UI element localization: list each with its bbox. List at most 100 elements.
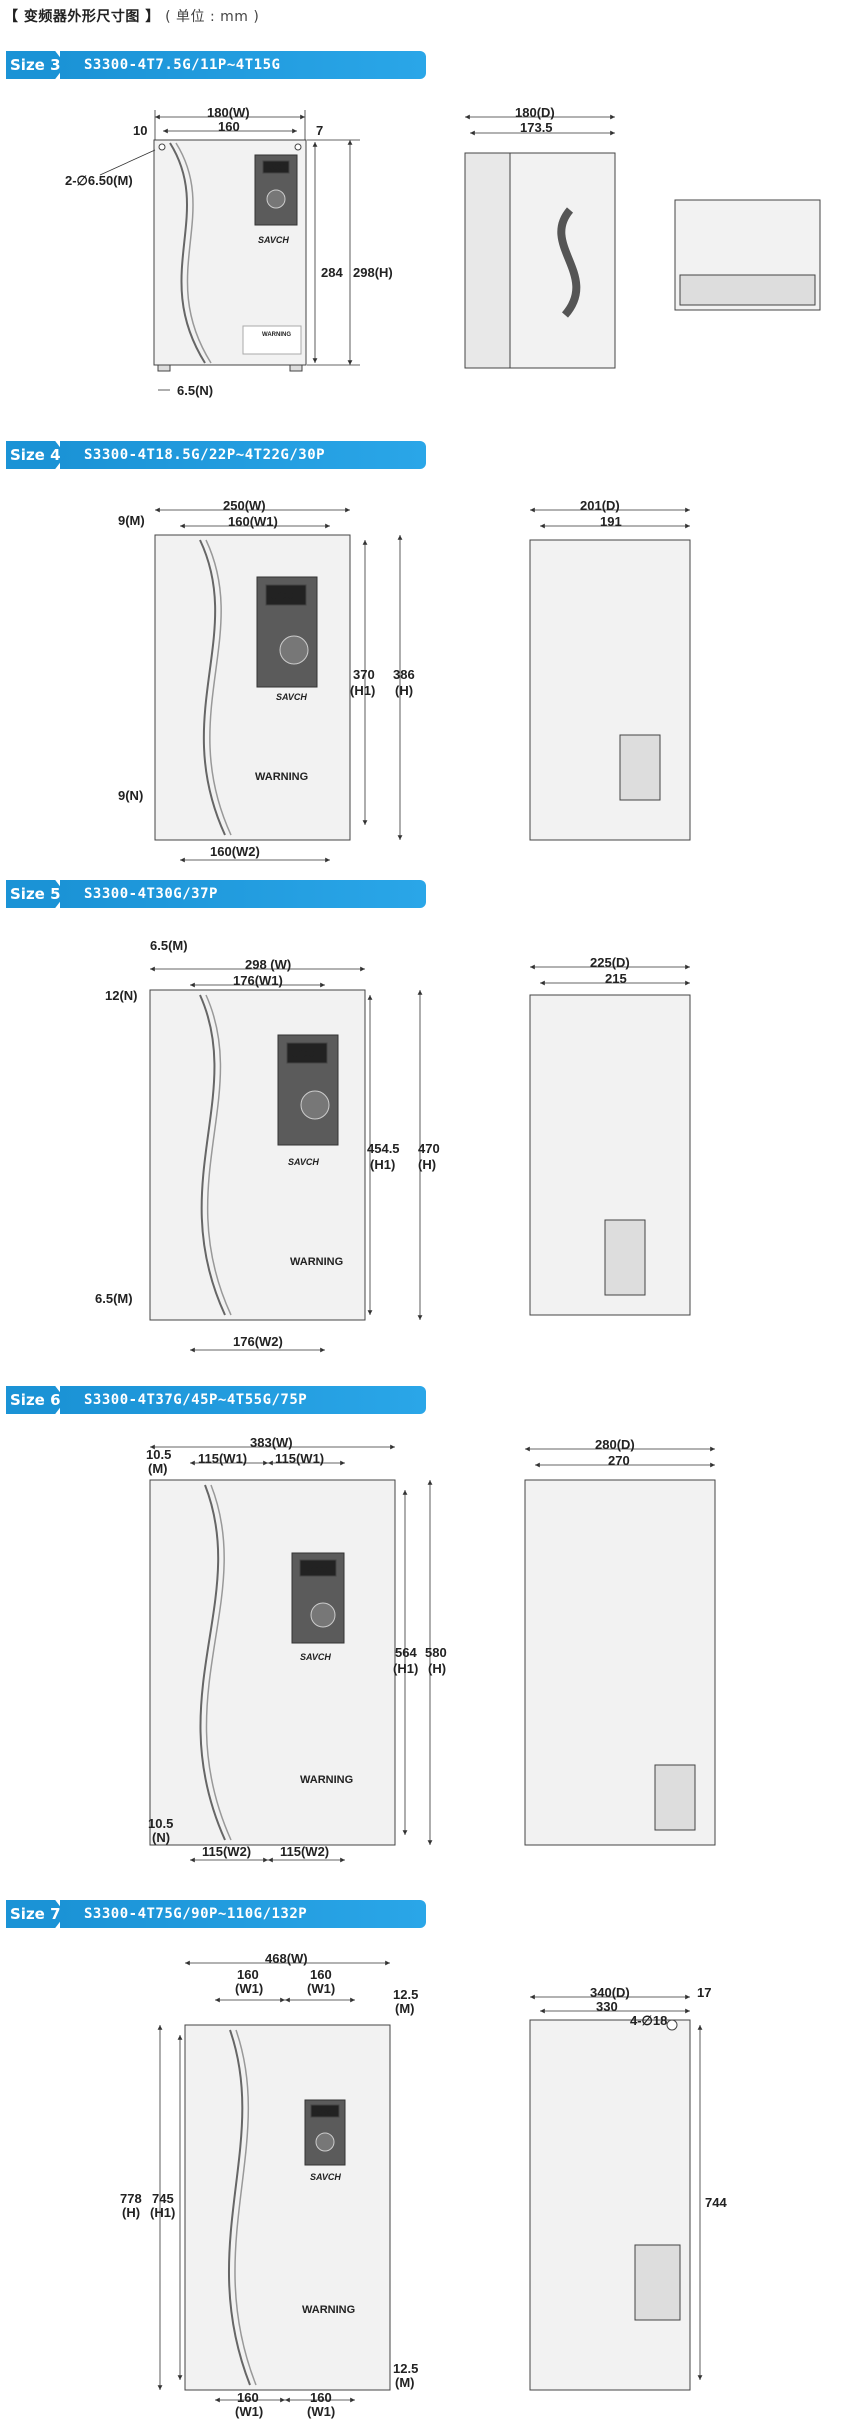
dim-bottom-hole-spacing-1: 160 [237,2390,259,2405]
dim-top-offset-label: (M) [148,1461,168,1476]
dim-bottom-offset-label: (N) [152,1830,170,1845]
display-readout: 5000 [316,2110,332,2117]
dim-bottom-offset: 10.5 [148,1816,173,1831]
dim-bottom-hole-spacing: 176(W2) [233,1334,283,1349]
side-view [529,994,691,1316]
dim-bottom-offset: 12.5 [393,2361,418,2376]
dim-top-offset: 6.5(M) [150,938,188,953]
dim-width: 180(W) [207,105,250,120]
dim-bottom-hole-spacing-1-label: (W1) [235,2404,263,2419]
dim-bottom-hole-spacing-2: 160 [310,2390,332,2405]
side-view [464,152,616,369]
dim-depth: 180(D) [515,105,555,120]
dim-height-label: (H) [428,1661,446,1676]
side-view [524,1479,716,1846]
size-label: Size 7 [10,1905,61,1923]
dim-mount-holes: 4-∅18 [630,2013,667,2028]
dim-depth: 280(D) [595,1437,635,1452]
front-view [149,1479,396,1846]
brand-logo: SAVCH [300,1652,331,1662]
warning-title: WARNING [255,771,308,783]
side-view [529,539,691,841]
section-header-size-3: Size 3 S3300-4T7.5G/11P~4T15G [6,51,426,79]
dim-top-offset: 10.5 [146,1447,171,1462]
dim-hole-height: 284 [321,265,343,280]
front-view [153,139,307,372]
model-label: S3300-4T75G/90P~110G/132P [84,1906,308,1922]
size-label: Size 3 [10,56,61,74]
dim-depth: 201(D) [580,498,620,513]
dim-bottom-hole-spacing-1: 115(W2) [202,1844,251,1859]
dim-hole-spacing-1: 115(W1) [198,1451,247,1466]
dim-bottom-hole-spacing-2: 115(W2) [280,1844,329,1859]
dim-hole-height-label: (H1) [370,1157,395,1172]
dim-mount-holes: 2-∅6.50(M) [65,173,133,188]
front-view [149,989,366,1321]
size-label: Size 5 [10,885,61,903]
display-readout: 5000 [307,1564,327,1574]
brand-logo: SAVCH [288,1157,319,1167]
dim-depth-inner: 191 [600,514,622,529]
brand-logo: SAVCH [310,2172,341,2182]
dim-height-label: (H) [122,2205,140,2220]
dim-top-offset: 9(M) [118,513,145,528]
dim-hole-spacing-2: 160 [310,1967,332,1982]
front-view [184,2024,391,2391]
dim-hole-height: 745 [152,2191,174,2206]
section-header-size-5: Size 5 S3300-4T30G/37P [6,880,426,908]
dim-hole-spacing-1: 160 [237,1967,259,1982]
model-label: S3300-4T7.5G/11P~4T15G [84,57,281,73]
dim-hole-height-label: (H1) [393,1661,418,1676]
size-6-drawing: 5000 SAVCH WARNING 383(W) 10.5 (M) 115(W… [146,1435,716,1863]
dim-depth-inner: 215 [605,971,627,986]
dim-width: 468(W) [265,1951,308,1966]
dim-hole-spacing-2-label: (W1) [307,1981,335,1996]
warning-title: WARNING [262,332,291,338]
display-readout: 5000 [292,1049,315,1060]
dim-top-offset: 12.5 [393,1987,418,2002]
dim-height: 470 [418,1141,440,1156]
dim-height: 778 [120,2191,142,2206]
dim-height-label: (H) [418,1157,436,1172]
dim-bottom-offset-label: (M) [395,2375,415,2390]
dim-depth-inner: 330 [596,1999,618,2014]
dim-height-label: (H) [395,683,413,698]
dim-depth-inner: 270 [608,1453,630,1468]
section-header-size-6: Size 6 S3300-4T37G/45P~4T55G/75P [6,1386,426,1414]
dim-hole-height-label: (H1) [150,2205,175,2220]
model-label: S3300-4T37G/45P~4T55G/75P [84,1392,308,1408]
section-header-size-7: Size 7 S3300-4T75G/90P~110G/132P [6,1900,426,1928]
brand-logo: SAVCH [276,692,307,702]
dim-height: 580 [425,1645,447,1660]
size-label: Size 4 [10,446,61,464]
size-label: Size 6 [10,1391,61,1409]
dim-hole-height: 370 [353,667,375,682]
dim-bottom-offset: 6.5(N) [177,383,213,398]
side-view [529,2019,691,2391]
dim-hole-spacing: 176(W1) [233,973,283,988]
dim-right-offset: 17 [697,1985,711,2000]
dim-hole-spacing: 160 [218,119,240,134]
dim-hole-spacing: 160(W1) [228,514,278,529]
dim-bottom-hole-spacing-2-label: (W1) [307,2404,335,2419]
front-view [154,534,351,841]
dim-depth: 340(D) [590,1985,630,2000]
dim-hole-spacing-1-label: (W1) [235,1981,263,1996]
dim-hole-height-label: (H1) [350,683,375,698]
dim-width: 250(W) [223,498,266,513]
dim-hole-height: 564 [395,1645,417,1660]
dim-right-offset: 7 [316,123,323,138]
dim-width: 383(W) [250,1435,293,1450]
dim-depth-inner: 173.5 [520,120,553,135]
display-readout: 5000 [269,163,287,172]
dim-hole-height: 454.5 [367,1141,400,1156]
dim-top-offset-label: (M) [395,2001,415,2016]
top-view [674,199,821,311]
dim-bottom-offset: 6.5(M) [95,1291,133,1306]
warning-title: WARNING [290,1256,343,1268]
warning-title: WARNING [302,2304,355,2316]
size-3-drawing: 5000 SAVCH WARNING 180(W) 160 10 7 2-∅6.… [65,105,821,398]
model-label: S3300-4T30G/37P [84,886,218,902]
dim-side-height: 744 [705,2195,727,2210]
size-7-drawing: 5000 SAVCH WARNING 468(W) 160 (W1) 160 (… [120,1951,727,2419]
